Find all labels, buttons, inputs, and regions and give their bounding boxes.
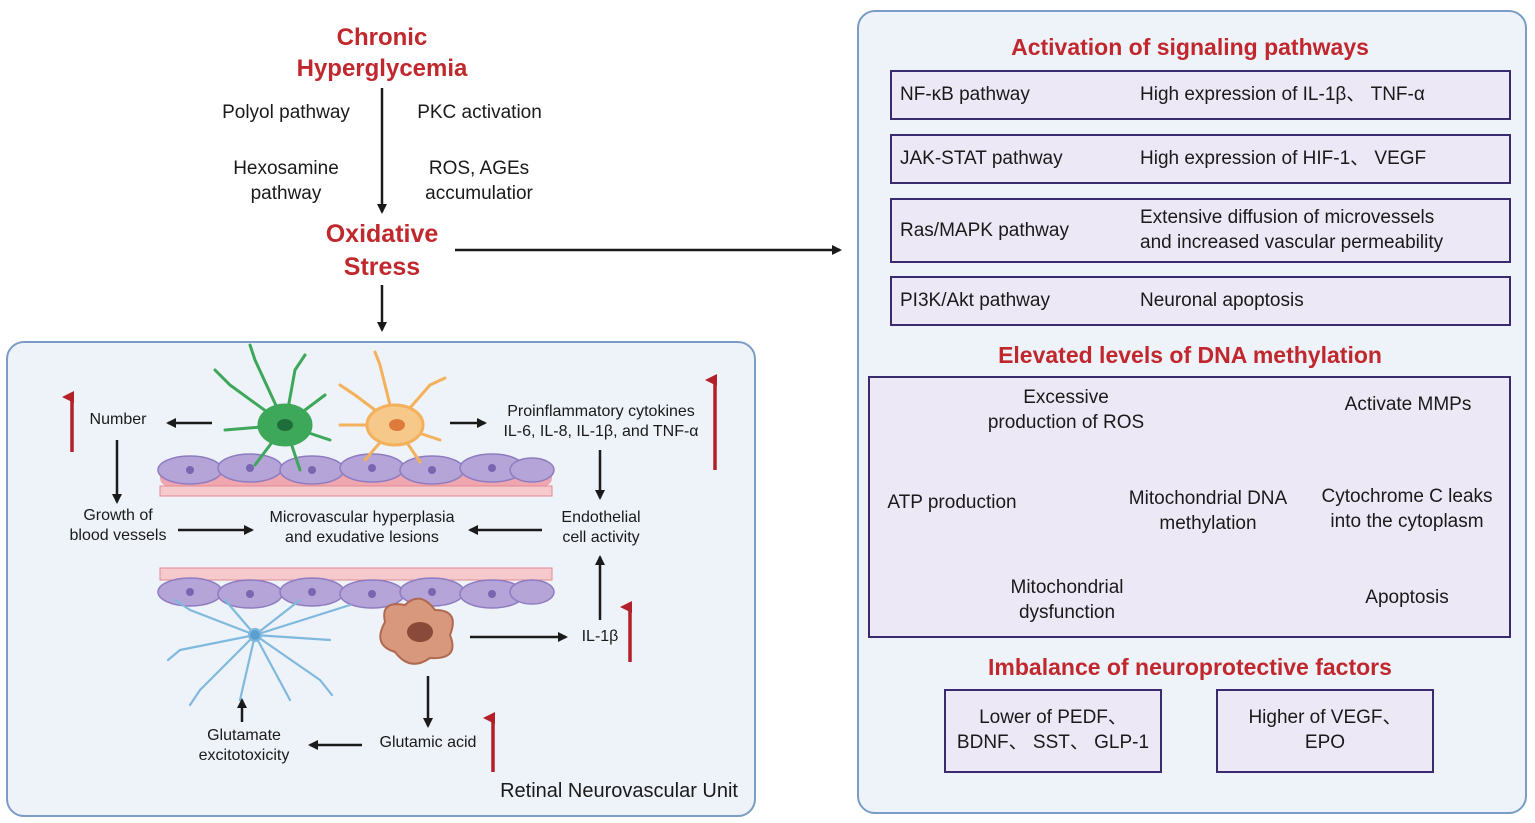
pathway-effect: Neuronal apoptosis: [1140, 289, 1304, 311]
pathway-row-rasmapk: Ras/MAPK pathway Extensive diffusion of …: [890, 198, 1511, 263]
oxidative-stress-title: Oxidative Stress: [292, 218, 472, 283]
factor-hexosamine: Hexosamine pathway: [233, 158, 339, 204]
cycle-ros: Excessive production of ROS: [987, 387, 1145, 433]
pathway-name: PI3K/Akt pathway: [900, 290, 1050, 311]
microglia-icon: [338, 350, 447, 464]
section2-title: Elevated levels of DNA methylation: [998, 342, 1382, 368]
blood-vessel-lower-icon: [157, 567, 555, 609]
pathway-name: Ras/MAPK pathway: [900, 219, 1069, 241]
pathway-name: JAK-STAT pathway: [900, 148, 1063, 169]
section3-title: Imbalance of neuroprotective factors: [988, 654, 1392, 680]
cycle-mito-dys: Mitochondrial dysfunction: [1010, 577, 1124, 623]
factor-pkc: PKC activation: [417, 102, 542, 123]
muller-cell-icon: [166, 598, 352, 707]
endo-label: Endothelial cell activity: [561, 509, 641, 546]
pathway-row-jakstat: JAK-STAT pathway High expression of HIF-…: [890, 134, 1511, 184]
blood-vessel-upper-icon: [157, 453, 555, 497]
nvu-caption: Retinal Neurovascular Unit: [500, 780, 738, 802]
cycle-atp: ATP production: [887, 492, 1017, 513]
neuro-factor-higher: Higher of VEGF、 EPO: [1216, 689, 1434, 773]
methylation-box: [868, 376, 1511, 638]
macrophage-icon: [379, 597, 454, 665]
oxidative-stress-line2: Stress: [343, 252, 421, 281]
glutamate-label: Glutamate excitotoxicity: [198, 727, 290, 764]
cycle-mmps: Activate MMPs: [1344, 394, 1472, 415]
number-label: Number: [89, 411, 147, 428]
micro-label: Microvascular hyperplasia and exudative …: [269, 509, 455, 546]
pathway-effect: High expression of IL-1β、 TNF-α: [1140, 83, 1425, 105]
pathway-row-nfkb: NF-κB pathway High expression of IL-1β、 …: [890, 70, 1511, 120]
oxidative-stress-line1: Oxidative: [325, 220, 439, 248]
pathway-effect: High expression of HIF-1、 VEGF: [1140, 147, 1427, 169]
section1-title: Activation of signaling pathways: [1011, 34, 1369, 60]
il1b-label: IL-1β: [581, 628, 619, 645]
cycle-mito-dna: Mitochondrial DNA methylation: [1128, 488, 1288, 534]
pathway-effect: Extensive diffusion of microvessels and …: [1140, 206, 1444, 253]
factor-polyol: Polyol pathway: [222, 102, 350, 123]
glutamic-label: Glutamic acid: [379, 734, 477, 751]
hyperglycemia-title: Chronic Hyperglycemia: [262, 22, 502, 84]
neuro-factor-lower-text: Lower of PEDF、 BDNF、 SST、 GLP-1: [956, 707, 1150, 753]
cycle-apoptosis: Apoptosis: [1365, 587, 1449, 608]
factor-ros-ages: ROS, AGEs accumulatior: [425, 158, 533, 204]
hyperglycemia-title-line2: Hyperglycemia: [296, 55, 468, 83]
cycle-cytc: Cytochrome C leaks into the cytoplasm: [1321, 486, 1493, 532]
pathway-row-pi3k: PI3K/Akt pathway Neuronal apoptosis: [890, 276, 1511, 326]
pathway-name: NF-κB pathway: [900, 84, 1030, 105]
proinf-label: Proinflammatory cytokines IL-6, IL-8, IL…: [503, 403, 699, 440]
astrocyte-icon: [213, 343, 332, 472]
growth-label: Growth of blood vessels: [69, 507, 167, 544]
neuro-factor-higher-text: Higher of VEGF、 EPO: [1248, 707, 1402, 753]
neuro-factor-lower: Lower of PEDF、 BDNF、 SST、 GLP-1: [944, 689, 1162, 773]
hyperglycemia-title-line1: Chronic: [336, 24, 428, 51]
